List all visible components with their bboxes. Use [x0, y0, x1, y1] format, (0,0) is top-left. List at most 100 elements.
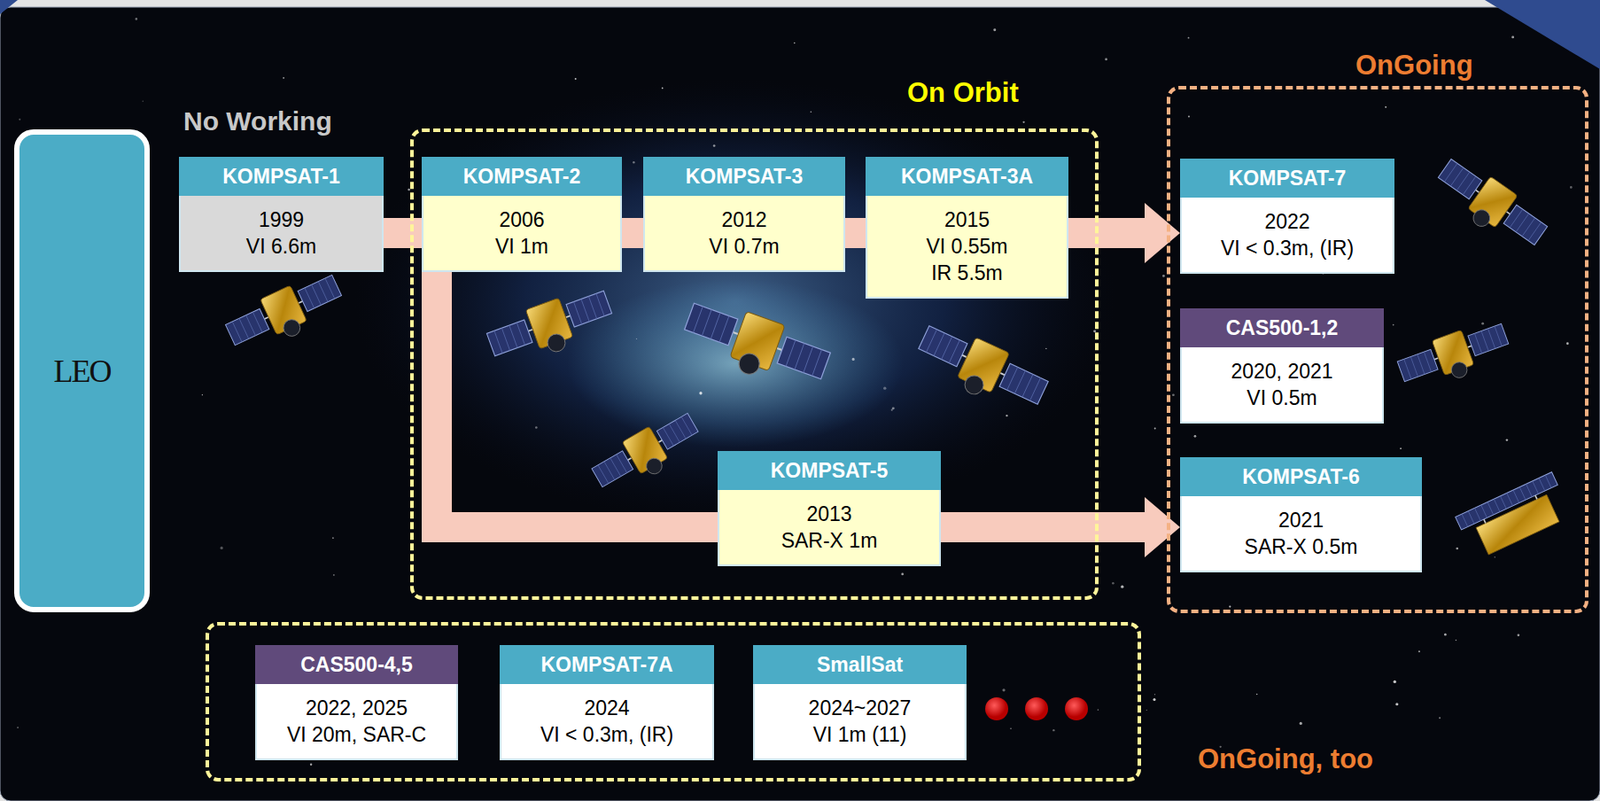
star: [1494, 556, 1497, 559]
camera-lens: [1449, 359, 1470, 381]
panel-grid: [588, 295, 597, 319]
panel-grid: [662, 427, 674, 446]
satellite-spec: VI 0.5m: [1192, 384, 1372, 412]
camera-lens: [736, 350, 763, 378]
solar-panel: [297, 274, 342, 311]
satellite-name: CAS500-4,5: [255, 644, 459, 684]
star: [1005, 414, 1008, 417]
star: [1162, 274, 1166, 278]
solar-panel: [225, 309, 270, 346]
panel-grid: [239, 318, 249, 339]
star: [1511, 35, 1515, 39]
star: [1569, 186, 1573, 189]
star: [574, 77, 577, 80]
solar-panel: [566, 290, 613, 327]
satellite-name: KOMPSAT-5: [717, 450, 941, 490]
panel-grid: [1545, 474, 1552, 489]
star: [793, 42, 795, 44]
solar-panel: [776, 336, 831, 380]
panel-grid: [1474, 333, 1482, 354]
solar-panel: [1503, 204, 1547, 245]
progression-arrow: [845, 233, 866, 234]
panel-grid: [509, 325, 518, 348]
satellite-box: KOMPSAT-52013SAR-X 1m: [717, 450, 941, 567]
star: [535, 426, 538, 429]
group-region: On OrbitKOMPSAT-22006VI 1mKOMPSAT-32012V…: [410, 128, 1099, 600]
star: [1506, 438, 1508, 441]
satellite-box: KOMPSAT-72022VI < 0.3m, (IR): [1180, 158, 1395, 274]
satellite-box: KOMPSAT-22006VI 1m: [421, 156, 622, 272]
star: [883, 386, 886, 389]
panel-grid: [1532, 481, 1539, 495]
star: [1392, 324, 1395, 327]
star: [1299, 722, 1303, 725]
info-panel: 2015VI 0.55mIR 5.5m: [865, 195, 1069, 299]
satellite-spec: 2006: [434, 206, 610, 234]
satellite-spec: 2013: [730, 500, 929, 528]
info-panel: 2024VI < 0.3m, (IR): [499, 683, 715, 761]
panel-grid: [246, 315, 257, 336]
satellite-illustration: [1429, 152, 1553, 259]
satellite-box: CAS500-1,22020, 2021VI 0.5m: [1180, 308, 1384, 424]
star: [1188, 37, 1190, 39]
satellite-name: KOMPSAT-6: [1180, 457, 1422, 497]
star: [1256, 693, 1258, 695]
satellite-spec: 2012: [655, 206, 833, 234]
satellite-spec: VI < 0.3m, (IR): [1192, 234, 1383, 262]
group-heading: OnGoing, too: [1197, 743, 1374, 776]
panel-grid: [1519, 487, 1526, 501]
satellite-name: KOMPSAT-7: [1180, 158, 1395, 198]
star: [1188, 115, 1190, 117]
panel-grid: [318, 281, 328, 303]
satellite-spec: VI 0.55m: [877, 233, 1057, 260]
star: [1104, 58, 1108, 62]
satellite-name: KOMPSAT-3: [643, 156, 846, 196]
satellite-spec: 2015: [877, 206, 1057, 234]
arrow-band: [1068, 217, 1147, 249]
progression-arrow: [940, 497, 1181, 558]
star: [1022, 121, 1025, 124]
satellite-name: SmallSat: [753, 644, 967, 684]
panel-grid: [675, 419, 686, 439]
star: [310, 763, 312, 766]
orbit-name: LEO: [54, 352, 111, 390]
panel-grid: [494, 330, 503, 353]
star: [1566, 341, 1569, 345]
star: [1052, 729, 1055, 731]
star: [1120, 584, 1124, 588]
panel-grid: [681, 416, 692, 435]
info-panel: 2020, 2021VI 0.5m: [1180, 347, 1384, 424]
star: [1111, 582, 1115, 585]
star: [1001, 688, 1005, 692]
info-panel: 2012VI 0.7m: [643, 195, 846, 272]
info-panel: 2013SAR-X 1m: [717, 489, 941, 567]
panel-grid: [1526, 483, 1533, 498]
panel-grid: [803, 346, 814, 373]
info-panel: 1999VI 6.6m: [178, 195, 384, 272]
star: [713, 144, 716, 148]
panel-grid: [668, 423, 680, 443]
satellite-box: KOMPSAT-11999VI 6.6m: [178, 156, 384, 272]
star: [1384, 106, 1387, 109]
solar-panel: [486, 319, 533, 357]
satellite-spec: VI 20m, SAR-C: [267, 721, 446, 748]
star: [135, 17, 139, 21]
star: [636, 338, 637, 340]
satellite-box: KOMPSAT-62021SAR-X 0.5m: [1180, 457, 1422, 573]
solar-panel: [591, 450, 634, 488]
panel-grid: [925, 329, 937, 353]
star: [220, 546, 224, 550]
star: [1455, 639, 1457, 641]
satellite-illustration: [677, 293, 835, 398]
panel-grid: [948, 340, 960, 364]
panel-grid: [304, 287, 315, 309]
satellite-box: SmallSat2024~2027VI 1m (11): [753, 644, 967, 761]
camera-lens: [962, 372, 987, 397]
star: [332, 536, 334, 539]
satellite-spec: 1999: [191, 206, 372, 234]
panel-grid: [604, 461, 615, 481]
group-heading: OnGoing: [1355, 49, 1474, 82]
status-label: No Working: [183, 105, 333, 138]
satellite-illustration: [222, 267, 350, 361]
satellite-box: CAS500-4,52022, 2025VI 20m, SAR-C: [255, 644, 459, 761]
